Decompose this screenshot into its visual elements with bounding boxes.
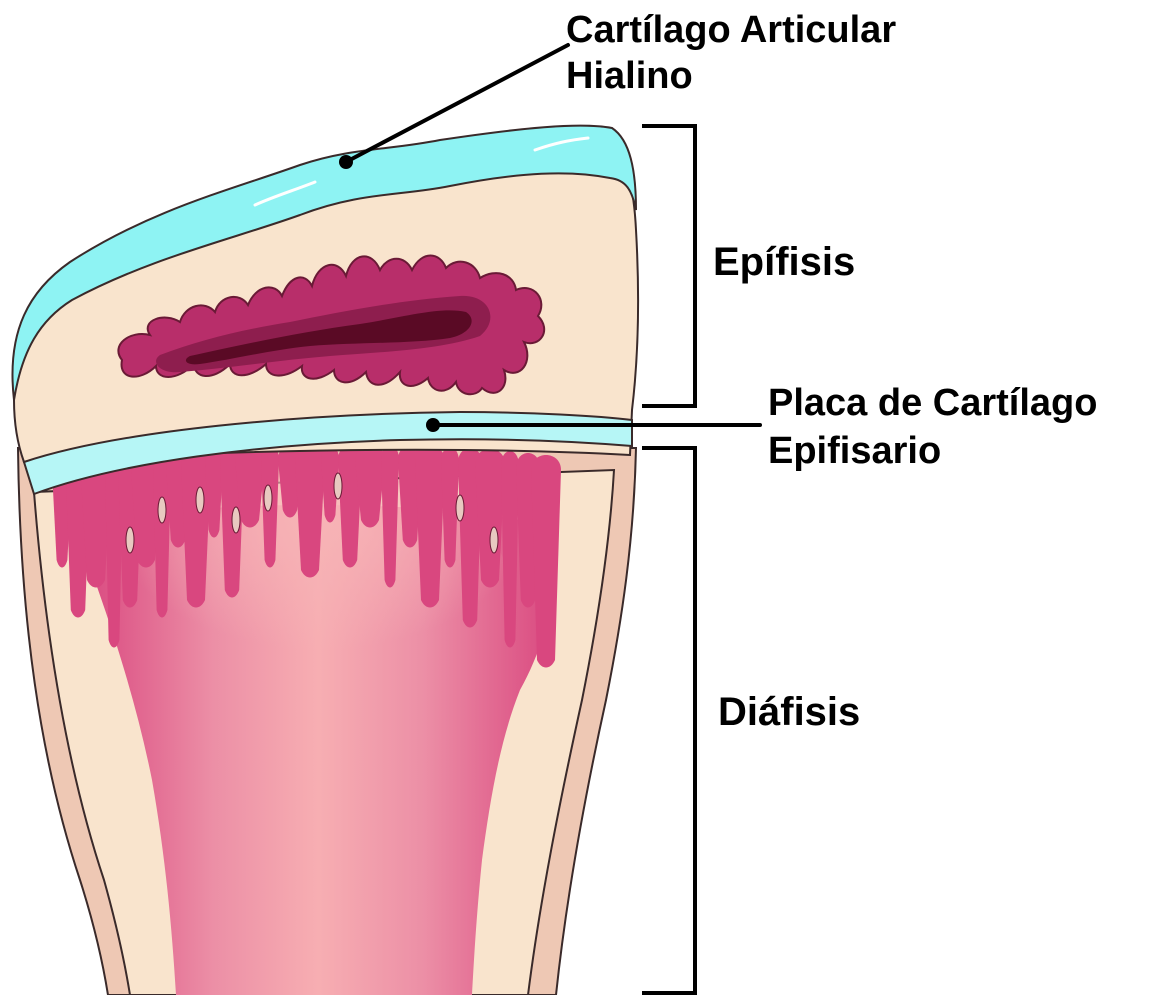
label-growth-plate: Placa de Cartílago Epifisario <box>768 382 1108 472</box>
trabecula-hole <box>334 473 342 499</box>
bracket-diaphysis <box>642 448 695 993</box>
leader-growth-plate-dot <box>426 418 440 432</box>
label-growth-plate-line1: Placa de Cartílago <box>768 382 1097 424</box>
label-diaphysis: Diáfisis <box>718 690 860 734</box>
trabecula-hole <box>126 527 134 553</box>
trabecula-hole <box>456 495 464 521</box>
label-articular-line1: Cartílago Articular <box>566 9 896 51</box>
label-growth-plate-line2: Epifisario <box>768 430 941 472</box>
label-epiphysis: Epífisis <box>713 240 855 284</box>
trabecula-hole <box>232 507 240 533</box>
label-articular-line2: Hialino <box>566 55 693 97</box>
trabecula-hole <box>264 485 272 511</box>
label-articular-cartilage: Cartílago Articular Hialino <box>566 9 907 97</box>
bracket-epiphysis <box>642 126 695 406</box>
trabecula-hole <box>490 527 498 553</box>
trabecula-hole <box>196 487 204 513</box>
trabecula-hole <box>158 497 166 523</box>
leader-articular-dot <box>339 155 353 169</box>
